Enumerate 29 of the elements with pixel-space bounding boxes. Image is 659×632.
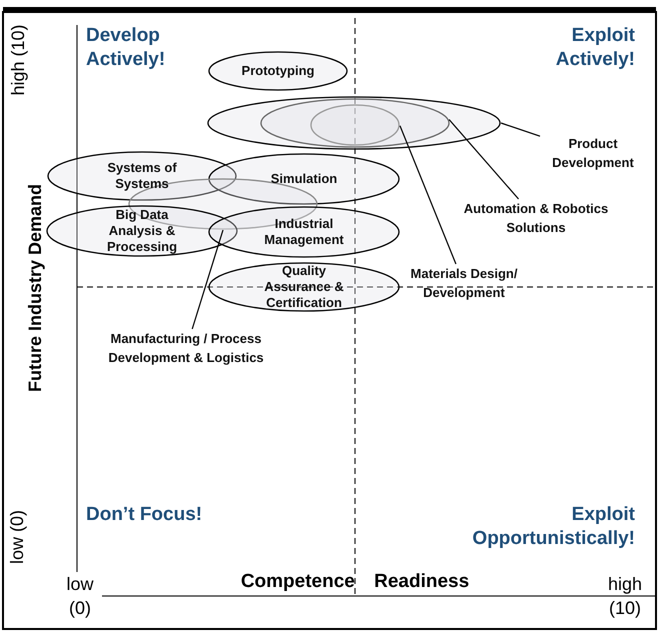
ellipse	[208, 262, 400, 312]
leader-line	[448, 119, 519, 200]
leader-line	[500, 122, 540, 137]
callout-text: Manufacturing / Process Development & Logistics	[84, 329, 288, 369]
quadrant-label: Develop Actively!	[86, 24, 166, 72]
axis-tick-label: high (10)	[606, 573, 644, 620]
leader-line	[399, 126, 456, 264]
ellipse-label: Systems of Systems	[106, 160, 178, 192]
ellipse	[310, 104, 400, 146]
ellipse	[208, 51, 348, 91]
axis-tick-label: low (0)	[7, 509, 28, 566]
leader-line	[192, 230, 224, 330]
axis-title: Future Industry Demand	[24, 182, 46, 394]
ellipse-label: Big Data Analysis & Processing	[106, 207, 178, 255]
quadrant-label: Exploit Actively!	[554, 24, 635, 72]
callout-text: Materials Design/ Development	[400, 264, 528, 304]
ellipse	[208, 206, 400, 258]
callout-text: Automation & Robotics Solutions	[456, 199, 616, 239]
ellipse	[260, 98, 450, 148]
callout-text: Product Development	[540, 134, 646, 174]
quadrant-label: Don’t Focus!	[86, 503, 204, 527]
ellipse	[208, 153, 400, 205]
axis-tick-label: high (10)	[8, 24, 29, 96]
ellipse	[207, 96, 501, 150]
ellipse-label: Prototyping	[242, 63, 314, 79]
ellipse-label: Industrial Management	[263, 216, 345, 248]
quadrant-label: Exploit Opportunistically!	[471, 503, 635, 551]
axis-title: Competence Readiness	[240, 571, 470, 593]
ellipse-label: Simulation	[270, 171, 338, 187]
